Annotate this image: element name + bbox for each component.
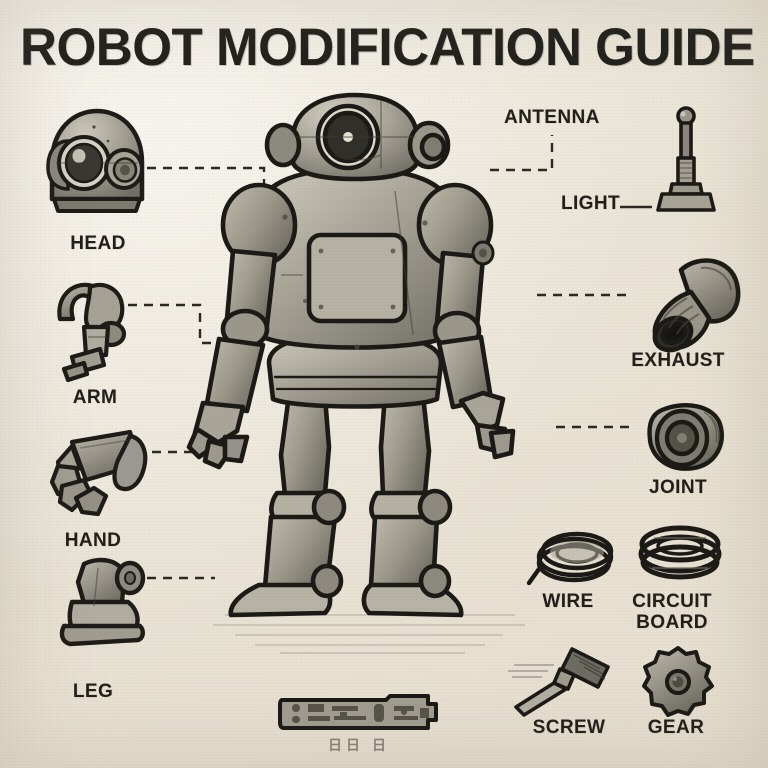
joint-icon [647, 402, 724, 471]
robot-leg-icon [59, 557, 146, 647]
wire-coil-icon [526, 531, 614, 586]
pcb-caption: 日日 日 [328, 737, 390, 753]
circuit-board-icon [638, 525, 722, 580]
page-title: ROBOT MODIFICATION GUIDE [20, 18, 755, 77]
left-label-arm: ARM [72, 387, 118, 408]
right-label-exhaust: EXHAUST [631, 350, 725, 371]
gear-icon [642, 646, 714, 717]
right-label-antenna: ANTENNA [504, 107, 600, 128]
right-label-circuit-board: CIRCUIT BOARD [632, 591, 712, 633]
robot-head-icon [46, 108, 145, 213]
left-label-hand: HAND [64, 530, 122, 551]
screwdriver-icon [508, 647, 610, 717]
robot-hand-icon [49, 429, 148, 517]
right-label-wire: WIRE [542, 591, 594, 612]
robot-arm-icon [57, 282, 127, 383]
right-label-screw: SCREW [532, 717, 606, 738]
left-label-leg: LEG [72, 681, 114, 702]
right-label-joint: JOINT [649, 477, 707, 498]
left-label-head: HEAD [70, 233, 126, 254]
pcb-module-icon [278, 694, 438, 730]
robot-full-body-figure [186, 92, 525, 654]
right-label-light: LIGHT [561, 193, 620, 214]
right-label-gear: GEAR [647, 717, 705, 738]
exhaust-pipe-icon [652, 258, 741, 353]
antenna-icon [656, 106, 716, 212]
